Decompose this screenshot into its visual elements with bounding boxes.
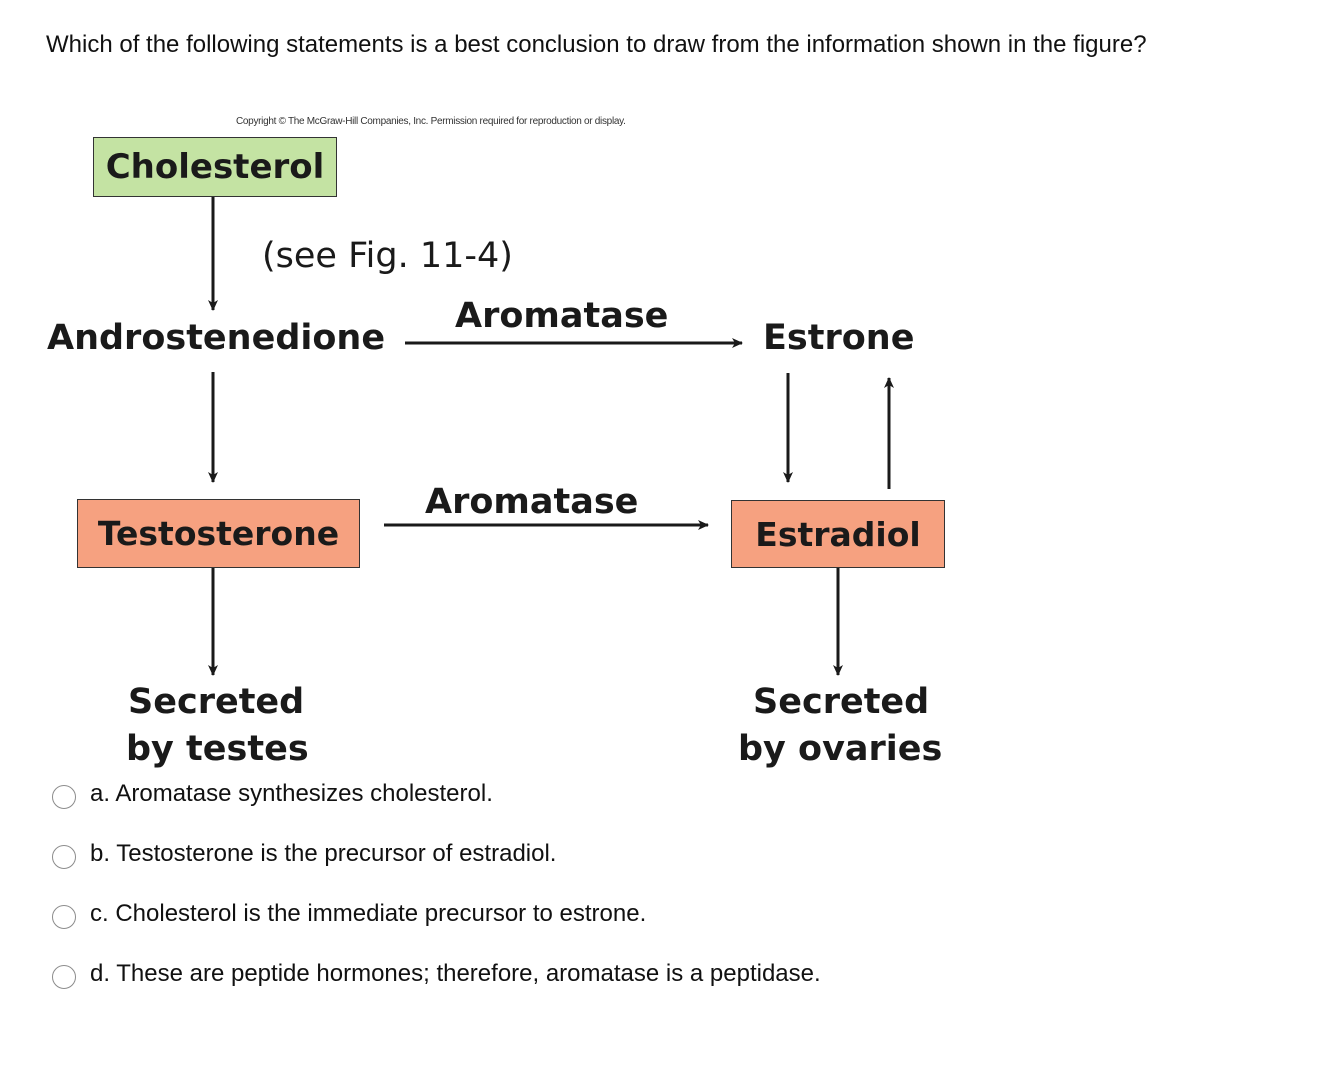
radio-button-d[interactable] (52, 965, 76, 989)
option-b-label[interactable]: b. Testosterone is the precursor of estr… (90, 840, 557, 867)
secreted-testes-line1: Secreted (128, 682, 305, 722)
option-c[interactable]: c. Cholesterol is the immediate precurso… (52, 898, 646, 930)
option-a[interactable]: a. Aromatase synthesizes cholesterol. (52, 778, 493, 810)
steroid-pathway-figure: Copyright © The McGraw-Hill Companies, I… (47, 116, 945, 769)
cholesterol-box: Cholesterol (93, 137, 337, 197)
option-b[interactable]: b. Testosterone is the precursor of estr… (52, 838, 556, 870)
androstenedione-label: Androstenedione (47, 318, 386, 358)
radio-button-c[interactable] (52, 905, 76, 929)
option-a-label[interactable]: a. Aromatase synthesizes cholesterol. (90, 780, 493, 807)
copyright-notice: Copyright © The McGraw-Hill Companies, I… (236, 116, 626, 127)
radio-button-a[interactable] (52, 785, 76, 809)
secreted-testes-line2: by testes (126, 729, 309, 769)
option-d[interactable]: d. These are peptide hormones; therefore… (52, 958, 821, 990)
secreted-ovaries-line2: by ovaries (738, 729, 943, 769)
testosterone-box: Testosterone (77, 499, 360, 568)
aromatase-label-top: Aromatase (455, 296, 669, 336)
option-d-label[interactable]: d. These are peptide hormones; therefore… (90, 960, 821, 987)
pathway-arrows (208, 197, 894, 676)
option-c-label[interactable]: c. Cholesterol is the immediate precurso… (90, 900, 647, 927)
see-fig-note: (see Fig. 11-4) (262, 236, 513, 276)
radio-button-b[interactable] (52, 845, 76, 869)
estradiol-box: Estradiol (731, 500, 945, 568)
aromatase-label-bottom: Aromatase (425, 482, 639, 522)
question-text: Which of the following statements is a b… (46, 31, 1147, 58)
secreted-ovaries-line1: Secreted (753, 682, 930, 722)
estrone-label: Estrone (763, 318, 915, 358)
